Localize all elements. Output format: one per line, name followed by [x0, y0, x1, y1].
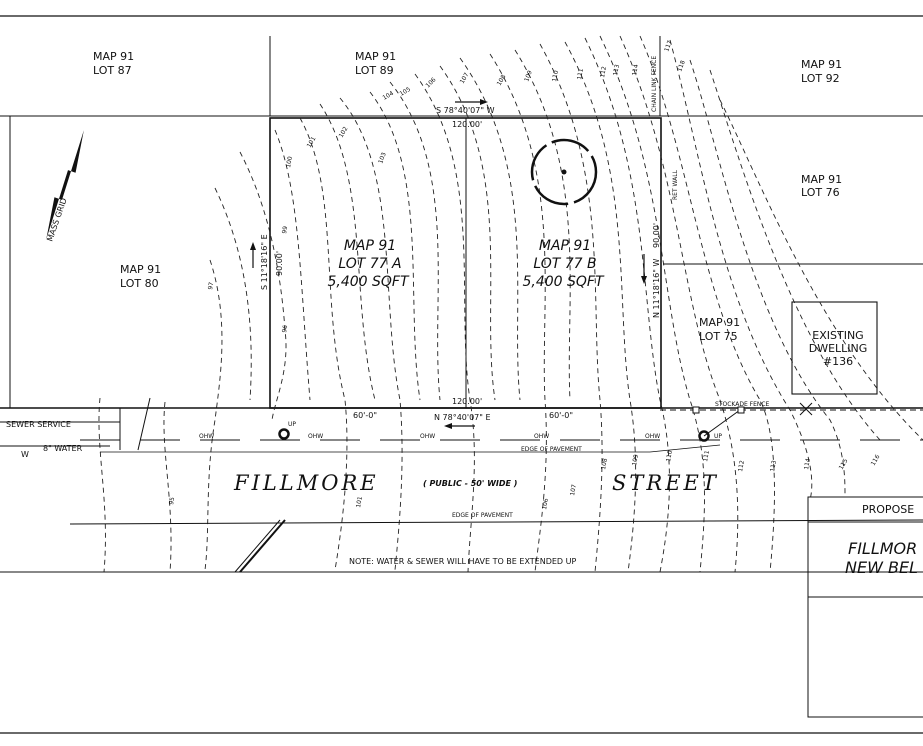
- svg-text:109: 109: [631, 454, 640, 467]
- svg-text:103: 103: [377, 151, 388, 164]
- svg-text:101: 101: [355, 496, 364, 509]
- water-line-w-label: W: [21, 450, 29, 459]
- street-name-left: FILLMORE: [233, 471, 379, 495]
- ohw-label-2: OHW: [308, 433, 323, 440]
- street-width-label: ( PUBLIC - 50' WIDE ): [423, 479, 517, 488]
- lot87-map-label: MAP 91: [93, 50, 134, 63]
- svg-text:107: 107: [459, 71, 471, 85]
- svg-text:101: 101: [306, 135, 318, 149]
- svg-text:108: 108: [600, 458, 609, 471]
- subject-lot-boundary: [269, 117, 662, 409]
- lot77b-area-label: 5,400 SQFT: [522, 274, 604, 290]
- title-block-line1: FILLMOR: [848, 539, 917, 558]
- dwelling-label-line2: DWELLING: [809, 342, 868, 355]
- edge-of-pavement-top: EDGE OF PAVEMENT: [521, 446, 582, 453]
- north-bearing-label: S 78°40'07" W: [436, 106, 495, 115]
- ohw-label-5: OHW: [645, 433, 660, 440]
- existing-dwelling-footprint: [791, 301, 878, 395]
- svg-text:106: 106: [424, 76, 437, 89]
- lot75-lot-label: LOT 75: [699, 330, 738, 343]
- svg-text:107: 107: [569, 484, 578, 497]
- dwelling-label-line1: EXISTING: [812, 329, 863, 342]
- svg-text:118: 118: [676, 59, 687, 72]
- bearing-arrow-icon: [250, 99, 647, 429]
- dwelling-label-line3: #136: [823, 355, 853, 368]
- svg-text:110: 110: [665, 450, 674, 463]
- lot76-map-label: MAP 91: [801, 173, 842, 186]
- north-distance-label: 120.00': [452, 120, 482, 129]
- east-bearing-label: N 11°18'16" W: [652, 259, 661, 318]
- lot77a-area-label: 5,400 SQFT: [327, 274, 409, 290]
- svg-text:112: 112: [599, 66, 608, 79]
- ohw-label-4: OHW: [534, 433, 549, 440]
- svg-text:111: 111: [576, 68, 585, 81]
- chain-fence-label: CHAIN LINK FENCE: [651, 56, 658, 112]
- svg-text:100: 100: [285, 156, 294, 169]
- stockade-fence-label: STOCKADE FENCE: [715, 401, 770, 408]
- svg-text:97: 97: [207, 281, 215, 290]
- title-block-line2: NEW BEL: [845, 558, 918, 577]
- lot77a-map-label: MAP 91: [344, 238, 396, 254]
- north-arrow-icon: [46, 130, 84, 240]
- title-block: [807, 496, 923, 718]
- lot77a-lot-label: LOT 77 A: [338, 256, 401, 272]
- svg-text:109: 109: [523, 69, 534, 82]
- east-distance-label: 90.00': [652, 223, 661, 248]
- svg-text:115: 115: [838, 457, 850, 471]
- parcel-lines: [0, 36, 923, 409]
- lot75-map-label: MAP 91: [699, 316, 740, 329]
- south-distance-label: 120.00': [452, 397, 482, 406]
- utility-pole-icon: [278, 402, 813, 442]
- front-dimension-a: 60'-0": [353, 411, 377, 420]
- mass-grid-label: MASS GRID: [45, 197, 68, 243]
- svg-text:95: 95: [168, 496, 176, 505]
- lot89-map-label: MAP 91: [355, 50, 396, 63]
- pole-up-label-1: UP: [288, 421, 296, 428]
- street-lines: [0, 397, 923, 573]
- svg-text:113: 113: [612, 64, 621, 77]
- svg-text:108: 108: [496, 73, 508, 87]
- svg-text:114: 114: [631, 64, 640, 77]
- svg-text:117: 117: [663, 39, 674, 52]
- svg-text:111: 111: [702, 450, 711, 463]
- svg-text:110: 110: [551, 70, 560, 83]
- contour-elevation-labels: 95 96 97 99 100 101 102 103 104 105 106 …: [168, 39, 881, 510]
- contour-lines: [98, 35, 923, 573]
- sewer-service-label: SEWER SERVICE: [6, 420, 71, 429]
- lot77b-map-label: MAP 91: [539, 238, 591, 254]
- lot92-lot-label: LOT 92: [801, 72, 840, 85]
- title-block-header: PROPOSE: [862, 503, 914, 516]
- edge-of-pavement-bottom: EDGE OF PAVEMENT: [452, 512, 513, 519]
- lot77b-lot-label: LOT 77 B: [533, 256, 596, 272]
- svg-text:114: 114: [803, 458, 812, 471]
- street-name-right: STREET: [612, 471, 719, 495]
- svg-text:112: 112: [737, 460, 746, 473]
- svg-text:116: 116: [870, 453, 882, 467]
- tree-symbol: [530, 138, 598, 206]
- front-dimension-b: 60'-0": [549, 411, 573, 420]
- svg-text:99: 99: [281, 225, 289, 234]
- utility-note: NOTE: WATER & SEWER WILL HAVE TO BE EXTE…: [349, 557, 576, 566]
- pole-up-label-2: UP: [714, 433, 722, 440]
- svg-text:96: 96: [281, 324, 289, 333]
- water-line-label: 8" WATER: [43, 444, 83, 453]
- south-bearing-label: N 78°40'07" E: [434, 413, 491, 422]
- svg-text:102: 102: [338, 125, 350, 139]
- ohw-label-3: OHW: [420, 433, 435, 440]
- svg-text:104: 104: [382, 90, 396, 102]
- lot89-lot-label: LOT 89: [355, 64, 394, 77]
- west-bearing-label: S 11°18'16" E: [260, 234, 269, 290]
- lot76-lot-label: LOT 76: [801, 186, 840, 199]
- svg-text:105: 105: [399, 86, 413, 98]
- svg-text:113: 113: [769, 460, 778, 473]
- lot87-lot-label: LOT 87: [93, 64, 132, 77]
- lot92-map-label: MAP 91: [801, 58, 842, 71]
- lot80-lot-label: LOT 80: [120, 277, 159, 290]
- west-distance-label: 90.00': [275, 251, 284, 276]
- lot80-map-label: MAP 91: [120, 263, 161, 276]
- ohw-label-1: OHW: [199, 433, 214, 440]
- ret-wall-label: RET WALL: [672, 169, 679, 200]
- svg-text:106: 106: [541, 498, 550, 511]
